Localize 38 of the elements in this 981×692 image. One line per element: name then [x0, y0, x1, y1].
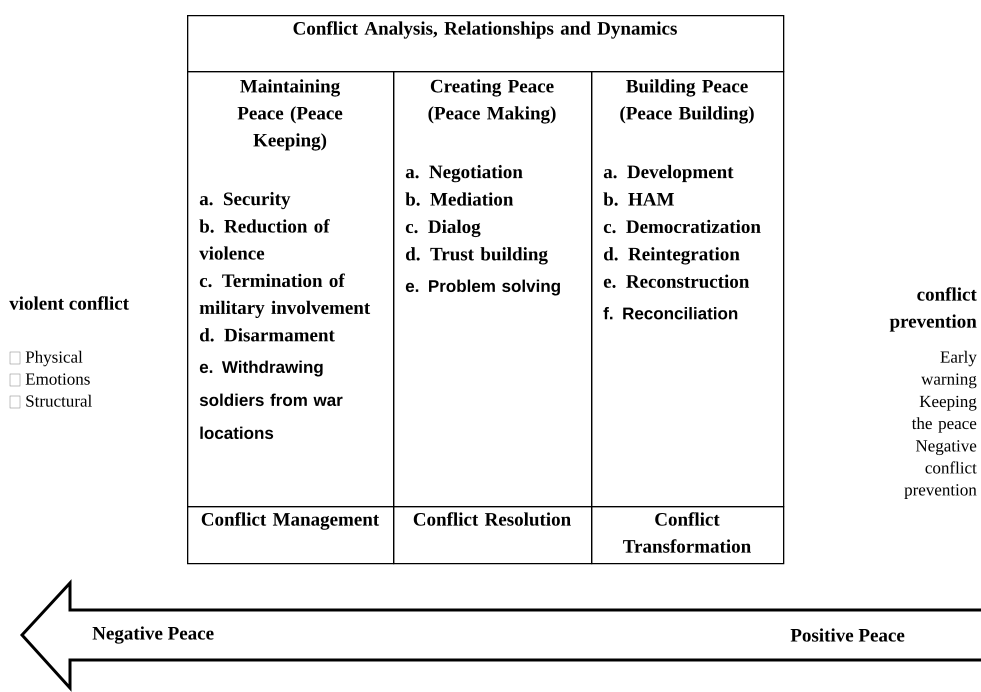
arrow-label: Negative Peace [92, 626, 214, 644]
list-item: b. Mediation [405, 192, 514, 206]
list-item: a. Negotiation [406, 164, 523, 182]
list-item: f. Reconciliation [604, 306, 738, 320]
side-heading: conflict prevention [890, 287, 977, 332]
bullet-item: Physical [10, 350, 82, 366]
table-cell [591, 71, 784, 508]
table-cell [393, 71, 592, 508]
list-item: e. Reconstruction [604, 274, 750, 288]
side-item: Early warning [921, 350, 977, 388]
table-cell [187, 15, 784, 72]
cell-text: Conflict Resolution [414, 512, 571, 526]
column-heading: Building Peace (Peace Building) [620, 79, 754, 124]
list-item: a. Development [604, 164, 734, 182]
cell-text: Conflict Management [202, 512, 380, 530]
column-heading: Creating Peace (Peace Making) [428, 79, 556, 124]
list-item: c. Democratization [604, 220, 761, 234]
arrow-label: Positive Peace [790, 628, 904, 642]
bullet-item: Emotions [10, 373, 90, 386]
list-item: e. Withdrawing soldiers from war locations [200, 360, 343, 440]
side-heading: violent conflict [9, 296, 129, 310]
table-cell [187, 506, 394, 564]
cell-text: Conflict Transformation [623, 512, 751, 553]
bullet-item: Structural [10, 394, 92, 408]
table-cell [591, 506, 784, 564]
list-item: d. Reintegration [604, 247, 740, 264]
list-item: b. HAM [603, 192, 674, 206]
table-cell [187, 71, 394, 508]
side-item: Negative conflict prevention [904, 440, 977, 500]
column-heading: Maintaining Peace (Peace Keeping) [238, 79, 342, 151]
table-cell [393, 506, 592, 564]
list-item: e. Problem solving [406, 280, 560, 296]
list-item: d. Trust building [406, 247, 548, 264]
list-item: c. Dialog [406, 220, 480, 238]
list-item: d. Disarmament [200, 328, 335, 342]
cell-text: Conflict Analysis, Relationships and Dynamics [294, 21, 677, 39]
side-item: Keeping the peace [912, 396, 976, 433]
list-item: a. Security [200, 192, 290, 210]
